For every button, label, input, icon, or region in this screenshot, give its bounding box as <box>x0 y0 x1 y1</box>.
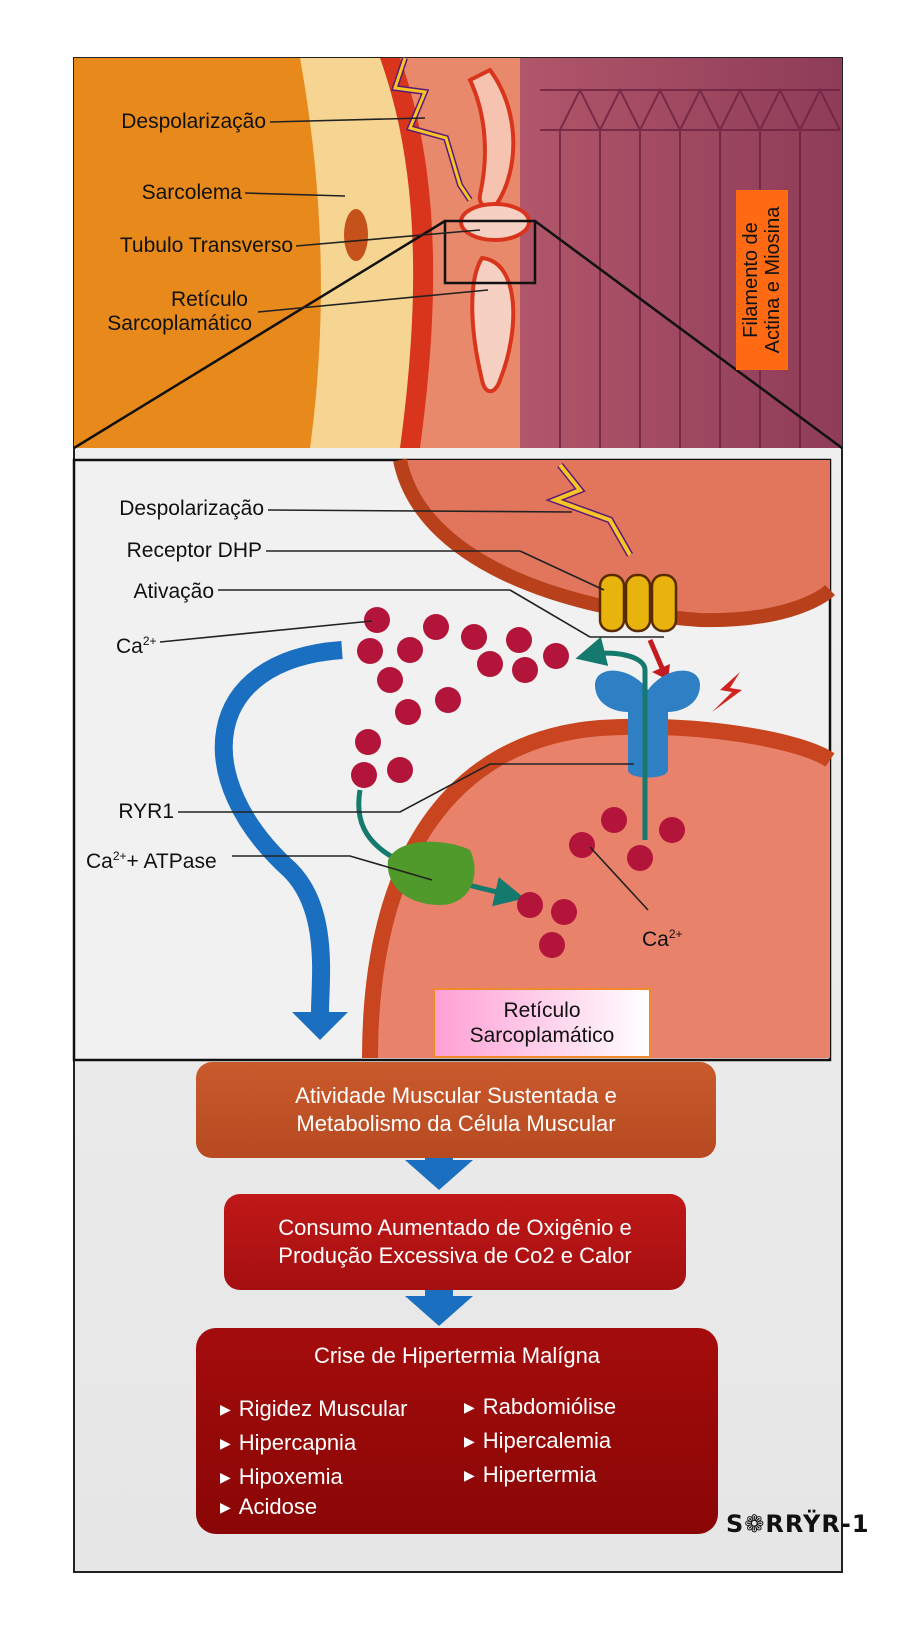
symptom-left-0: Rigidez Muscular <box>220 1396 408 1424</box>
symptom-left-3: Acidose <box>220 1494 317 1522</box>
top-panel <box>73 57 843 450</box>
symptom-left-2: Hipoxemia <box>220 1464 343 1492</box>
label-ca-left: Ca2+ <box>116 629 157 659</box>
label-receptor-dhp: Receptor DHP <box>126 539 262 562</box>
label-reticulo-line2: Sarcoplamático <box>107 312 252 335</box>
symptom-right-1: Hipercalemia <box>464 1428 611 1456</box>
box1-line2: Metabolismo da Célula Muscular <box>296 1111 616 1136</box>
logo: S❁RRŸR-1 <box>726 1510 870 1538</box>
zoom-panel <box>72 458 835 1062</box>
ca-text: Ca <box>116 635 143 658</box>
box2-line1: Consumo Aumentado de Oxigênio e <box>278 1215 632 1240</box>
ca-right-charge: 2+ <box>668 927 683 941</box>
box2-line2: Produção Excessiva de Co2 e Calor <box>278 1243 632 1268</box>
atpase-text: + ATPase <box>126 850 217 873</box>
atpase-charge: 2+ <box>112 849 127 863</box>
sr-box-line1: Retículo <box>503 999 581 1022</box>
ca-right-text: Ca <box>642 928 669 951</box>
calcium-dots <box>351 607 685 958</box>
symptom-right-2: Hipertermia <box>464 1462 597 1490</box>
label-ca-right: Ca2+ <box>642 922 683 952</box>
flow-box-activity: Atividade Muscular Sustentada e Metabolis… <box>196 1062 716 1158</box>
label-reticulo-line1: Retículo <box>170 288 248 311</box>
label-despolarizacao-top: Despolarização <box>121 110 266 133</box>
dhp-receptor <box>598 573 678 633</box>
label-sarcolema: Sarcolema <box>141 181 242 204</box>
symptom-left-1: Hipercapnia <box>220 1430 356 1458</box>
sr-box-line2: Sarcoplamático <box>469 1024 615 1047</box>
filament-line1: Filamento de <box>740 222 762 338</box>
symptom-right-0: Rabdomiólise <box>464 1394 616 1422</box>
ca-charge: 2+ <box>142 634 157 648</box>
label-ryr1: RYR1 <box>118 800 174 823</box>
atpase-ca: Ca <box>86 850 113 873</box>
flow-box-crisis: Crise de Hipertermia Malígna Rigidez Mus… <box>196 1328 718 1534</box>
flow-box-consumption: Consumo Aumentado de Oxigênio e Produção … <box>224 1194 686 1290</box>
label-ativacao: Ativação <box>133 580 214 603</box>
box1-line1: Atividade Muscular Sustentada e <box>295 1083 617 1108</box>
label-despolarizacao-zoom: Despolarização <box>119 497 264 520</box>
label-atpase: Ca2++ ATPase <box>86 844 217 874</box>
filament-line2: Actina e Miosina <box>762 206 784 354</box>
crisis-title: Crise de Hipertermia Malígna <box>313 1343 601 1368</box>
label-tubulo-transverso: Tubulo Transverso <box>119 234 293 257</box>
